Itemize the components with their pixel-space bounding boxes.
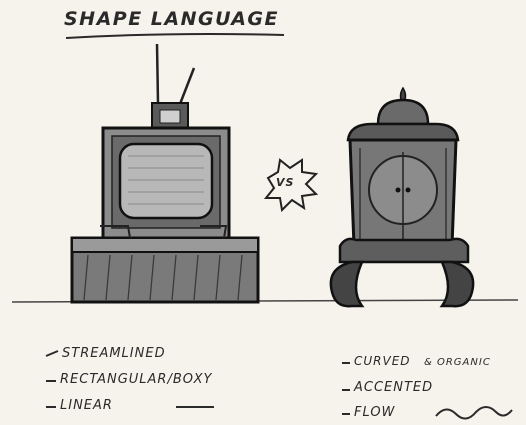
note-accented: ACCENTED xyxy=(354,380,433,395)
tv-screen xyxy=(120,144,212,218)
ornate-cabinet-drawing xyxy=(331,88,473,306)
base-skirt xyxy=(340,239,468,262)
note-streamlined: STREAMLINED xyxy=(62,346,166,361)
antenna-right xyxy=(180,68,194,104)
note-flow: FLOW xyxy=(354,405,395,420)
knob-left xyxy=(396,188,401,193)
cabinet-top xyxy=(72,238,258,252)
tv-cabinet-drawing xyxy=(72,44,258,302)
note-rectangular-boxy: RECTANGULAR/BOXY xyxy=(60,372,212,387)
antenna-left xyxy=(157,44,158,103)
leg-left xyxy=(331,262,362,306)
flow-wave xyxy=(436,407,512,419)
bullet-1 xyxy=(46,351,58,356)
crown xyxy=(348,124,458,140)
knob-right xyxy=(406,188,411,193)
note-organic: & ORGANIC xyxy=(424,357,491,368)
leg-right xyxy=(442,262,473,306)
note-curved: CURVED xyxy=(354,354,411,368)
dome xyxy=(378,100,428,124)
versus-label: VS xyxy=(276,176,294,189)
note-linear: LINEAR xyxy=(60,398,113,413)
title-underline xyxy=(66,34,284,38)
antenna-base-panel xyxy=(160,110,180,123)
page-title: SHAPE LANGUAGE xyxy=(64,8,279,30)
